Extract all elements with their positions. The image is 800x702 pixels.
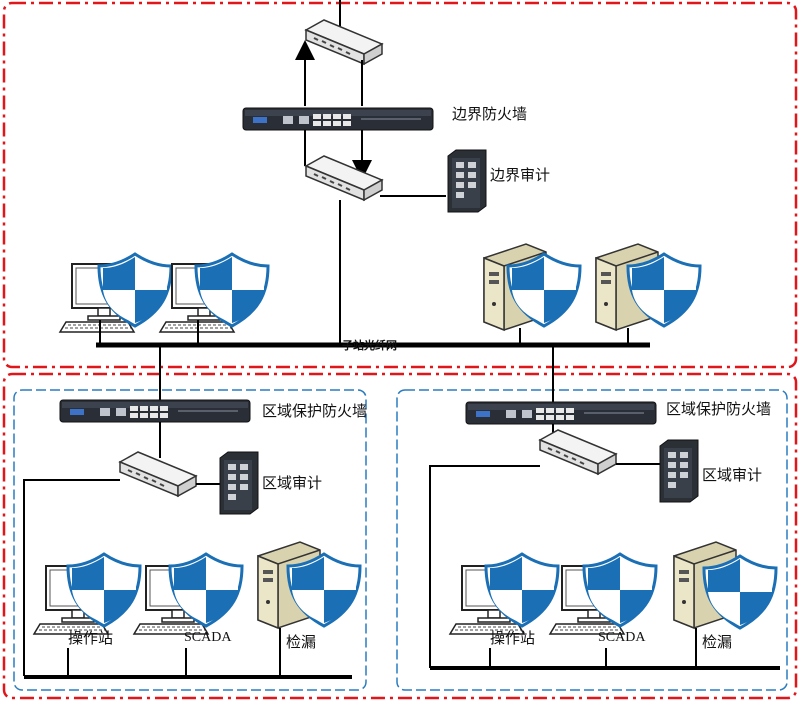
border-firewall-label: 边界防火墙 bbox=[452, 105, 527, 123]
zone-right-switch-icon bbox=[539, 429, 617, 475]
zone-left-scan-label: 检漏 bbox=[286, 633, 316, 651]
zone-left-audit-icon bbox=[219, 451, 259, 515]
zone-right-audit-icon bbox=[659, 439, 699, 503]
zone-left-firewall-icon bbox=[59, 399, 251, 423]
zone-left-scada-label: SCADA bbox=[184, 630, 232, 645]
zone-right-firewall-label: 区域保护防火墙 bbox=[666, 400, 771, 418]
zone-left-audit-label: 区域审计 bbox=[262, 474, 322, 492]
substation-bus-label: 子站光纤网 bbox=[342, 338, 397, 352]
border-switch-icon bbox=[305, 155, 383, 201]
border-audit-icon bbox=[447, 149, 487, 213]
zone-right-scada-label: SCADA bbox=[598, 630, 646, 645]
zone-left-firewall-label: 区域保护防火墙 bbox=[262, 402, 367, 420]
outer-border-top bbox=[2, 1, 798, 369]
zone-right-operator-label: 操作站 bbox=[490, 629, 535, 647]
border-audit-label: 边界审计 bbox=[490, 166, 550, 184]
outer-border-bottom bbox=[2, 372, 798, 700]
border-firewall-icon bbox=[242, 107, 434, 131]
zone-left-switch-icon bbox=[119, 451, 197, 497]
zone-left-border bbox=[13, 389, 367, 691]
zone-right-audit-label: 区域审计 bbox=[702, 466, 762, 484]
zone-right-firewall-icon bbox=[465, 401, 657, 425]
zone-right-scan-label: 检漏 bbox=[702, 633, 732, 651]
zone-right-border bbox=[396, 389, 788, 691]
top-switch-icon bbox=[305, 19, 383, 65]
zone-left-operator-label: 操作站 bbox=[68, 629, 113, 647]
